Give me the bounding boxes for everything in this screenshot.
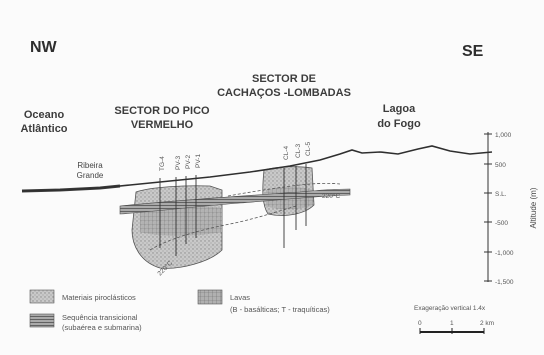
legend-swatch-pyroclastic — [29, 289, 55, 304]
ribeira-label-2: Grande — [77, 171, 104, 180]
ocean-label-1: Oceano — [24, 109, 65, 121]
well-label-cl5: CL-5 — [305, 142, 312, 156]
lagoa-label-2: do Fogo — [377, 118, 421, 130]
well-label-pv3: PV-3 — [175, 156, 182, 170]
axis-tick-minus1000: -1,000 — [495, 250, 514, 257]
isotherm-line-shallow — [227, 182, 341, 197]
lagoa-label-1: Lagoa — [383, 103, 416, 115]
well-label-cl3: CL-3 — [295, 144, 302, 158]
axis-tick-minus1500: -1,500 — [495, 279, 514, 286]
scale-title: Exageração vertical 1.4x — [414, 305, 486, 312]
legend-label-transitional-1: Sequência transicional — [62, 313, 138, 322]
scale-tick-0: 0 — [418, 320, 422, 327]
ocean-label-2: Atlântico — [20, 123, 67, 135]
axis-title: Altitude (m) — [529, 187, 538, 228]
well-label-pv1: PV-1 — [195, 154, 202, 168]
legend-label-lavas-2: (B - basálticas; T - traquíticas) — [230, 305, 330, 314]
isotherm-line-deep — [149, 205, 297, 251]
axis-tick-500: 500 — [495, 162, 506, 169]
sector-pico-label-2: VERMELHO — [131, 119, 194, 131]
altitude-axis-ticks — [484, 133, 492, 282]
scale-tick-1: 1 — [450, 320, 454, 327]
axis-tick-1000: 1,000 — [495, 132, 512, 139]
well-label-tg4: TG-4 — [159, 156, 166, 171]
sector-pico-label-1: SECTOR DO PICO — [114, 105, 210, 117]
transitional-sequence-band — [119, 188, 351, 215]
legend-label-transitional-2: (subaérea e submarina) — [62, 323, 142, 332]
legend-label-lavas-1: Lavas — [230, 293, 250, 302]
direction-nw: NW — [30, 39, 58, 56]
axis-tick-sl: S.L. — [495, 191, 507, 198]
legend-swatch-transitional — [29, 313, 55, 328]
sector-cachacos-label-1: SECTOR DE — [252, 73, 316, 85]
lava-body-pico — [140, 205, 222, 236]
axis-tick-minus500: -500 — [495, 220, 508, 227]
legend-label-pyroclastic: Materiais piroclásticos — [62, 293, 136, 302]
sector-cachacos-label-2: CACHAÇOS -LOMBADAS — [217, 87, 351, 99]
well-label-cl4: CL-4 — [283, 146, 290, 160]
isotherm-label-shallow: 220°C — [322, 192, 340, 200]
ribeira-label-1: Ribeira — [77, 161, 103, 170]
well-label-pv2: PV-2 — [185, 155, 192, 169]
topographic-profile — [21, 145, 493, 192]
scale-tick-2km: 2 km — [480, 320, 494, 327]
legend-swatch-lavas — [197, 289, 223, 305]
direction-se: SE — [462, 43, 484, 60]
